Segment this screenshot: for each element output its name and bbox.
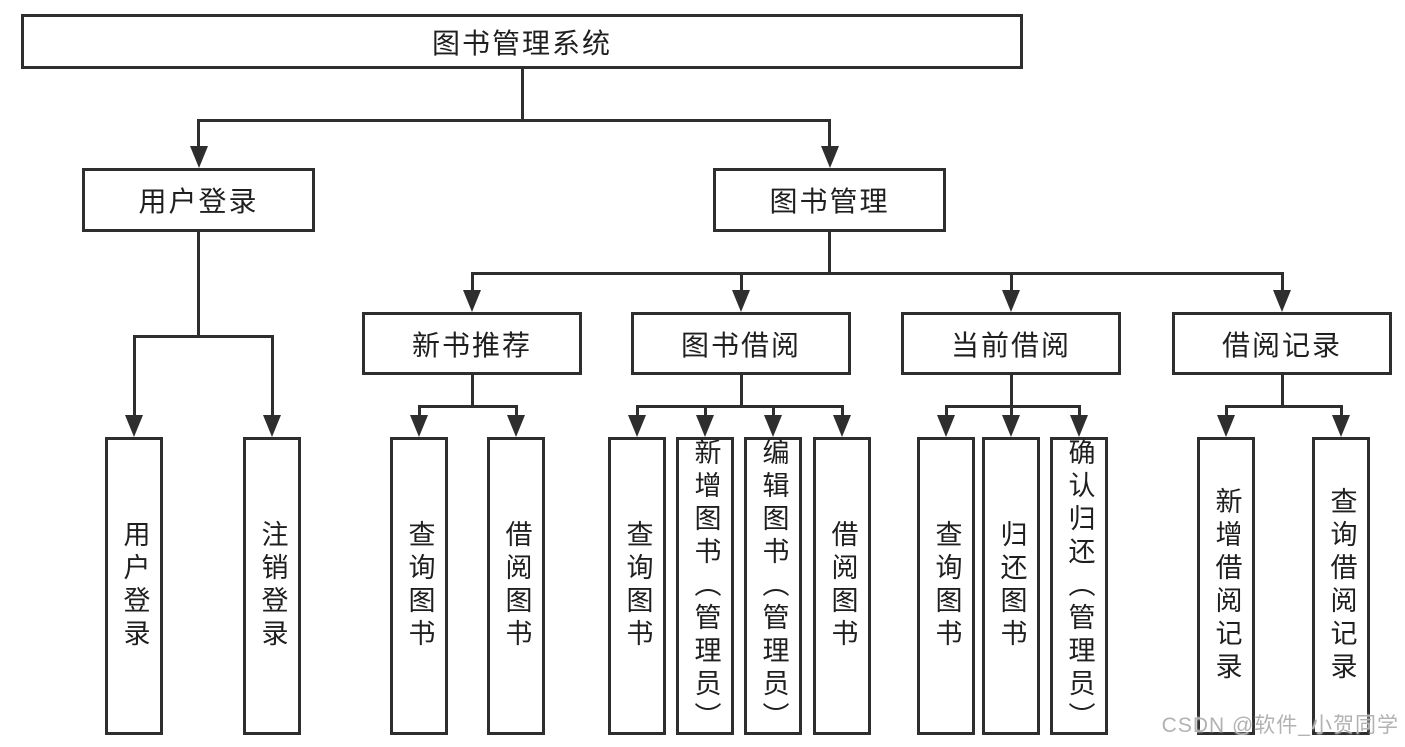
node-root: 图书管理系统 [21, 14, 1023, 69]
arrow-down-icon [937, 415, 955, 437]
arrow-down-icon [628, 415, 646, 437]
node-book-borrow: 图书借阅 [631, 312, 851, 375]
node-label: 图书管理 [769, 186, 890, 217]
connector-branch [828, 120, 831, 148]
node-leaf-nb-borrow: 借阅图书 [487, 437, 545, 735]
connector-line [944, 404, 1081, 408]
arrow-down-icon [820, 146, 839, 168]
connector-line [132, 334, 274, 338]
connector-branch [132, 336, 136, 417]
connector-branch [635, 406, 639, 417]
connector-branch [739, 273, 743, 292]
node-leaf-bb-add: 新增图书（管理员） [676, 437, 734, 735]
arrow-down-icon [764, 415, 782, 437]
arrow-down-icon [1217, 415, 1235, 437]
node-leaf-bb-query: 查询图书 [608, 437, 666, 735]
node-label: 注销登录 [257, 520, 288, 652]
node-leaf-br-query: 查询借阅记录 [1312, 437, 1370, 735]
connector-branch [1280, 273, 1284, 292]
connector-stem [520, 68, 524, 122]
watermark: CSDN @软件_小贺同学 [1161, 714, 1399, 737]
arrow-down-icon [507, 415, 525, 437]
node-leaf-user-login: 用户登录 [105, 437, 163, 735]
connector-line [1224, 404, 1343, 408]
connector-branch [944, 406, 948, 417]
node-leaf-bb-borrow: 借阅图书 [813, 437, 871, 735]
node-label: 借阅记录 [1221, 329, 1342, 361]
connector-stem [828, 231, 831, 275]
node-leaf-logout: 注销登录 [243, 437, 301, 735]
connector-stem [1280, 374, 1284, 408]
connector-branch [470, 273, 474, 292]
connector-branch [1077, 406, 1081, 417]
connector-branch [270, 336, 274, 417]
node-label: 当前借阅 [950, 329, 1071, 361]
arrow-down-icon [463, 290, 481, 312]
connector-line [470, 271, 1284, 275]
connector-branch [1009, 406, 1013, 417]
node-label: 新书推荐 [411, 329, 532, 361]
arrow-down-icon [1332, 415, 1350, 437]
node-leaf-br-add: 新增借阅记录 [1197, 437, 1255, 735]
connector-line [197, 118, 831, 122]
node-book-mgmt: 图书管理 [713, 168, 946, 232]
node-label: 用户登录 [119, 520, 150, 652]
connector-branch [1009, 273, 1013, 292]
node-new-books: 新书推荐 [362, 312, 582, 375]
connector-stem [470, 374, 474, 408]
node-label: 图书管理系统 [431, 27, 612, 59]
connector-branch [1224, 406, 1228, 417]
node-label: 图书借阅 [680, 329, 801, 361]
arrow-down-icon [1002, 415, 1020, 437]
node-label: 确认归还（管理员） [1064, 437, 1095, 735]
connector-stem [1009, 374, 1013, 408]
connector-stem [197, 231, 200, 338]
arrow-down-icon [696, 415, 714, 437]
connector-line [635, 404, 844, 408]
arrow-down-icon [410, 415, 428, 437]
node-label: 编辑图书（管理员） [758, 437, 789, 735]
node-leaf-cb-return: 归还图书 [982, 437, 1040, 735]
node-leaf-cb-query: 查询图书 [917, 437, 975, 735]
connector-branch [840, 406, 844, 417]
connector-branch [417, 406, 421, 417]
node-current-borrow: 当前借阅 [901, 312, 1121, 375]
node-leaf-cb-confirm: 确认归还（管理员） [1050, 437, 1108, 735]
connector-line [417, 404, 518, 408]
connector-branch [197, 120, 200, 148]
arrow-down-icon [189, 146, 208, 168]
node-label: 新增借阅记录 [1211, 487, 1242, 685]
node-label: 借阅图书 [501, 520, 532, 652]
node-label: 查询借阅记录 [1326, 487, 1357, 685]
connector-branch [1339, 406, 1343, 417]
node-label: 查询图书 [622, 520, 653, 652]
node-leaf-nb-query: 查询图书 [390, 437, 448, 735]
node-label: 借阅图书 [827, 520, 858, 652]
node-label: 查询图书 [404, 520, 435, 652]
connector-branch [703, 406, 707, 417]
arrow-down-icon [1273, 290, 1291, 312]
node-label: 归还图书 [996, 520, 1027, 652]
arrow-down-icon [1002, 290, 1020, 312]
node-label: 新增图书（管理员） [690, 437, 721, 735]
arrow-down-icon [732, 290, 750, 312]
node-borrow-records: 借阅记录 [1172, 312, 1392, 375]
node-leaf-bb-edit: 编辑图书（管理员） [744, 437, 802, 735]
arrow-down-icon [263, 415, 281, 437]
connector-branch [514, 406, 518, 417]
node-user-login: 用户登录 [82, 168, 315, 232]
arrow-down-icon [833, 415, 851, 437]
arrow-down-icon [1070, 415, 1088, 437]
connector-branch [771, 406, 775, 417]
arrow-down-icon [125, 415, 143, 437]
connector-stem [739, 374, 743, 408]
node-label: 查询图书 [931, 520, 962, 652]
node-label: 用户登录 [138, 186, 259, 217]
